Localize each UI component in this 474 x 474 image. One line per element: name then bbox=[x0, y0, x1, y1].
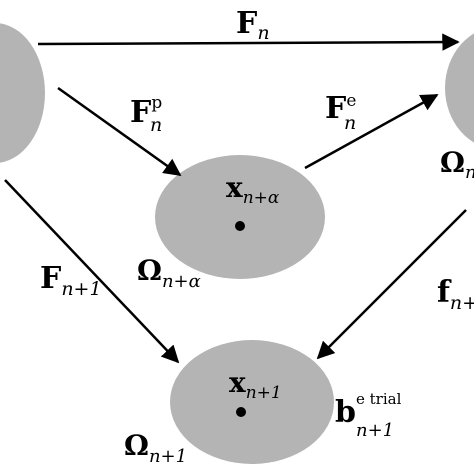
point-x-alpha bbox=[235, 221, 245, 231]
label-omega-n1: Ωn+1 bbox=[124, 429, 187, 467]
label-F-n-p-sub: n bbox=[150, 114, 162, 136]
label-omega-right: Ωn bbox=[440, 146, 474, 183]
arrow-F-n-p bbox=[57, 86, 182, 177]
label-b-trial-sub: n+1 bbox=[356, 420, 394, 441]
body-intermediate bbox=[155, 155, 325, 279]
label-F-n: Fn bbox=[236, 6, 270, 44]
body-left bbox=[0, 23, 45, 163]
label-f-n1: fn+ bbox=[437, 275, 474, 314]
label-F-n-e-sub: n bbox=[344, 112, 356, 134]
label-b-trial: be trial bbox=[335, 390, 402, 430]
point-x-n1 bbox=[236, 407, 246, 417]
body-right bbox=[445, 33, 474, 143]
arrow-F-n-e bbox=[304, 93, 439, 170]
label-F-n1: Fn+1 bbox=[40, 261, 102, 300]
label-x-n1: xn+1 bbox=[229, 366, 282, 403]
label-F-n-p: Fp bbox=[130, 93, 162, 130]
arrow-F-n bbox=[37, 33, 460, 51]
label-omega-alpha: Ωn+α bbox=[137, 254, 201, 292]
label-x-alpha: xn+α bbox=[226, 171, 280, 208]
body-n-plus-1 bbox=[170, 340, 334, 464]
arrow-F-n1 bbox=[4, 179, 180, 364]
label-F-n-e: Fe bbox=[325, 91, 356, 126]
arrow-f-n1 bbox=[316, 209, 467, 360]
